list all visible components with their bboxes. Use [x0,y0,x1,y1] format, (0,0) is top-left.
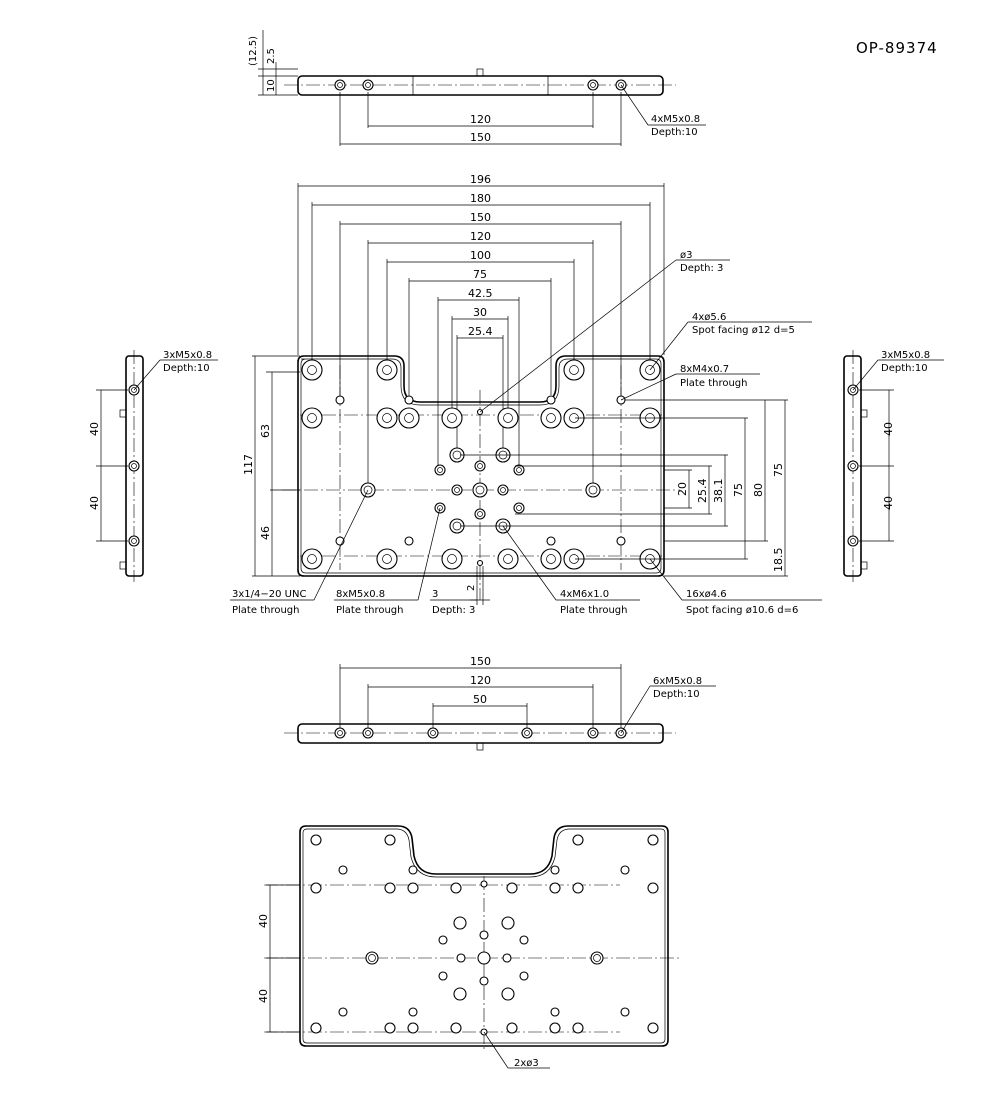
top-view-holes [334,79,627,91]
plan-dim-196: 196 [470,173,491,186]
callout-spot106-l2: Spot facing ø10.6 d=6 [686,605,798,616]
plan-dim-75r: 75 [732,483,745,497]
top-callout-line1: 4xM5x0.8 [651,114,700,125]
left-callout-l2: Depth:10 [163,363,210,374]
top-view: (12.5) 2.5 10 120 150 4xM5x0.8 Depth:10 [248,30,706,146]
plan-dim-46: 46 [259,526,272,540]
plan-dim-2: 2 [466,585,477,591]
plan-dim-150: 150 [470,211,491,224]
callout-unc-l1: 3x1/4−20 UNC [232,589,306,600]
plan-m4-holes [335,395,626,546]
callout-m6-l2: Plate through [560,605,627,616]
callout-m5-l1: 8xM5x0.8 [336,589,385,600]
top-dim-150: 150 [470,131,491,144]
plan-dim-180: 180 [470,192,491,205]
callout-spot12-l1: 4xø5.6 [692,312,726,323]
top-dim-12-5: (12.5) [248,36,259,66]
front-dim-50: 50 [473,693,487,706]
callout-unc-l2: Plate through [232,605,299,616]
plan-dim-75: 75 [473,268,487,281]
bottom-plate-outline [299,825,669,1047]
callout-m4-l1: 8xM4x0.7 [680,364,729,375]
callout-depth3-l2: Depth: 3 [432,605,475,616]
plan-dim-100: 100 [470,249,491,262]
left-side-view: 40 40 3xM5x0.8 Depth:10 [88,350,218,582]
plan-horizontal-dims: 196 180 150 120 100 75 42.5 30 25.4 [297,173,665,485]
bottom-view: 40 40 2xø3 [257,825,680,1069]
left-dim-40a: 40 [88,422,101,436]
right-callout-l1: 3xM5x0.8 [881,350,930,361]
bottom-dim-40a: 40 [257,914,270,928]
callout-m6-l1: 4xM6x1.0 [560,589,609,600]
top-dim-120: 120 [470,113,491,126]
front-callout-l1: 6xM5x0.8 [653,676,702,687]
right-callout-l2: Depth:10 [881,363,928,374]
plan-dim-18-5: 18.5 [772,548,785,573]
bottom-holes [310,834,659,1036]
top-dim-10: 10 [266,79,277,92]
right-dim-40a: 40 [882,422,895,436]
plan-dim-25-4r: 25.4 [696,479,709,504]
top-callout-line2: Depth:10 [651,127,698,138]
callout-depth3-l1: 3 [432,589,438,600]
plan-dim-30: 30 [473,306,487,319]
plan-center-holes [360,408,601,567]
bottom-dim-40b: 40 [257,989,270,1003]
plan-dim-42-5: 42.5 [468,287,493,300]
callout-phi3-l2: Depth: 3 [680,263,723,274]
top-dim-2-5: 2.5 [266,48,277,64]
plan-dim-38-1: 38.1 [712,479,725,504]
plan-dim-120: 120 [470,230,491,243]
drawing-code: OP-89374 [856,39,938,57]
left-callout-l1: 3xM5x0.8 [163,350,212,361]
plan-dim-117: 117 [242,454,255,475]
right-dim-40b: 40 [882,496,895,510]
callout-spot106-l1: 16xø4.6 [686,589,727,600]
callout-m4-l2: Plate through [680,378,747,389]
callout-m5-l2: Plate through [336,605,403,616]
plan-view: 196 180 150 120 100 75 42.5 30 25.4 [230,173,822,616]
plan-dim-75rr: 75 [772,463,785,477]
plan-dim-20: 20 [676,482,689,496]
left-dim-40b: 40 [88,496,101,510]
callout-spot12-l2: Spot facing ø12 d=5 [692,325,795,336]
callout-phi3-l1: ø3 [680,250,692,261]
right-side-view: 40 40 3xM5x0.8 Depth:10 [843,350,944,582]
bottom-callout: 2xø3 [514,1058,539,1069]
plan-dim-25-4: 25.4 [468,325,493,338]
front-dim-150: 150 [470,655,491,668]
front-callout-l2: Depth:10 [653,689,700,700]
plan-plate-outline [297,355,665,577]
front-view: 150 120 50 6xM5x0.8 Depth:10 [284,655,716,751]
plan-dim-63: 63 [259,424,272,438]
front-dim-120: 120 [470,674,491,687]
plan-dim-80: 80 [752,483,765,497]
